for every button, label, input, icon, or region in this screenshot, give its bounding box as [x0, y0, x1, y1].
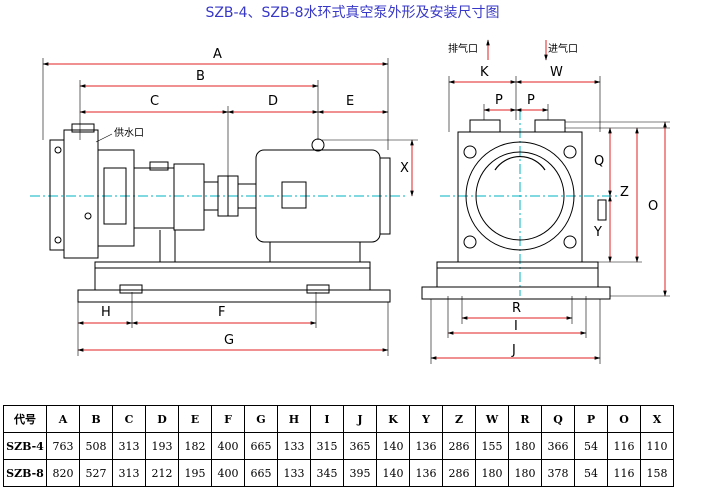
table-cell: C: [112, 405, 146, 433]
label-P-right: P: [527, 93, 535, 108]
table-cell: 527: [79, 459, 113, 487]
table-cell: 313: [112, 432, 146, 460]
table-cell: 315: [310, 432, 344, 460]
table-cell: 116: [607, 459, 641, 487]
table-cell: 365: [343, 432, 377, 460]
table-cell: 763: [46, 432, 80, 460]
label-P-left: P: [495, 93, 503, 108]
table-cell: K: [376, 405, 410, 433]
table-cell: 182: [178, 432, 212, 460]
table-cell: 313: [112, 459, 146, 487]
table-row-header-cell: SZB-8: [3, 459, 47, 487]
table-row-header-cell: 代号: [3, 405, 47, 433]
table-cell: 158: [640, 459, 674, 487]
end-dimensions: [430, 80, 667, 360]
label-F: F: [218, 305, 225, 320]
table-cell: 54: [574, 459, 608, 487]
table-cell: 136: [409, 459, 443, 487]
label-E: E: [346, 94, 354, 109]
table-cell: 820: [46, 459, 80, 487]
table-cell: 116: [607, 432, 641, 460]
table-cell: 193: [145, 432, 179, 460]
label-G: G: [224, 333, 234, 348]
table-cell: E: [178, 405, 212, 433]
table-cell: 140: [376, 432, 410, 460]
exhaust-note: 排气口: [448, 42, 478, 55]
table-cell: 133: [277, 432, 311, 460]
table-cell: 180: [508, 432, 542, 460]
table-cell: 155: [475, 432, 509, 460]
table-cell: 195: [178, 459, 212, 487]
table-row-header-cell: SZB-4: [3, 432, 47, 460]
label-A: A: [213, 47, 222, 62]
table-cell: 366: [541, 432, 575, 460]
table-cell: Y: [409, 405, 443, 433]
table-cell: 395: [343, 459, 377, 487]
table-cell: P: [574, 405, 608, 433]
table-cell: 286: [442, 459, 476, 487]
table-cell: 665: [244, 459, 278, 487]
water-inlet-note: 供水口: [114, 126, 144, 139]
table-cell: F: [211, 405, 245, 433]
label-O: O: [648, 199, 658, 214]
table-cell: 400: [211, 432, 245, 460]
table-cell: D: [145, 405, 179, 433]
label-Z: Z: [620, 185, 629, 200]
table-cell: A: [46, 405, 80, 433]
label-C: C: [150, 94, 159, 109]
table-cell: 508: [79, 432, 113, 460]
table-cell: B: [79, 405, 113, 433]
label-H: H: [101, 305, 111, 320]
table-cell: W: [475, 405, 509, 433]
drawing-title: SZB-4、SZB-8水环式真空泵外形及安装尺寸图: [205, 5, 500, 21]
table-cell: 136: [409, 432, 443, 460]
label-X: X: [400, 161, 409, 176]
label-J: J: [511, 343, 516, 358]
label-Q: Q: [594, 154, 604, 169]
table-cell: 180: [508, 459, 542, 487]
table-cell: J: [343, 405, 377, 433]
table-cell: 378: [541, 459, 575, 487]
table-cell: 54: [574, 432, 608, 460]
pump-drawing: A B C D E H F G X 供水口: [30, 39, 670, 364]
suction-note: 进气口: [548, 42, 578, 55]
table-cell: 110: [640, 432, 674, 460]
table-cell: 345: [310, 459, 344, 487]
side-view: [30, 123, 405, 303]
table-cell: G: [244, 405, 278, 433]
table-cell: 400: [211, 459, 245, 487]
table-cell: X: [640, 405, 674, 433]
label-K: K: [480, 65, 489, 80]
table-cell: 665: [244, 432, 278, 460]
table-cell: Q: [541, 405, 575, 433]
table-cell: I: [310, 405, 344, 433]
table-cell: O: [607, 405, 641, 433]
label-R: R: [512, 301, 521, 316]
table-cell: Z: [442, 405, 476, 433]
label-B: B: [196, 69, 205, 84]
table-cell: 133: [277, 459, 311, 487]
end-view: [421, 110, 620, 300]
side-dimensions: [42, 62, 414, 352]
label-I: I: [514, 319, 518, 334]
label-W: W: [550, 65, 563, 80]
table-cell: H: [277, 405, 311, 433]
table-cell: 140: [376, 459, 410, 487]
label-Y: Y: [593, 225, 602, 240]
table-cell: R: [508, 405, 542, 433]
label-D: D: [268, 94, 278, 109]
table-cell: 286: [442, 432, 476, 460]
table-cell: 180: [475, 459, 509, 487]
table-cell: 212: [145, 459, 179, 487]
